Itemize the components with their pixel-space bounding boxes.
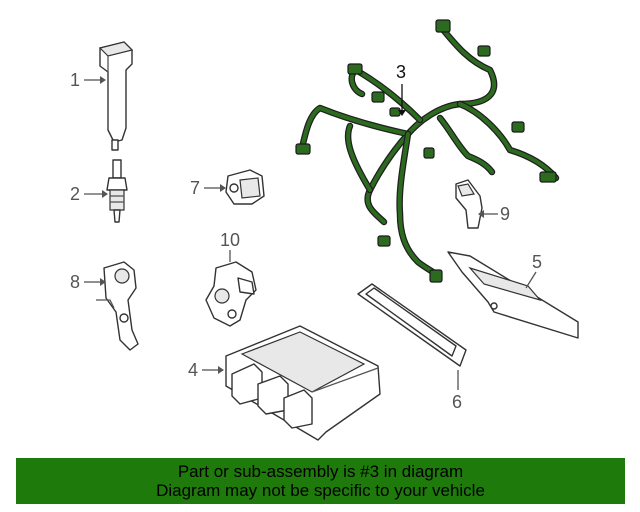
- callout-5[interactable]: 5: [532, 252, 542, 272]
- exploded-parts-diagram: 1 2 8 7: [70, 19, 579, 441]
- part-8-sensor-bracket[interactable]: [96, 261, 139, 351]
- part-4-engine-control-module[interactable]: [225, 325, 381, 441]
- info-banner: Part or sub-assembly is #3 in diagram Di…: [16, 458, 625, 504]
- arrow-3: [398, 110, 406, 116]
- callout-10[interactable]: 10: [220, 230, 240, 250]
- arrow-8: [100, 278, 106, 286]
- arrow-9: [478, 210, 484, 218]
- arrow-4: [218, 366, 224, 374]
- callout-4[interactable]: 4: [188, 360, 198, 380]
- callout-8[interactable]: 8: [70, 272, 80, 292]
- part-2-spark-plug[interactable]: [106, 159, 128, 223]
- arrow-7: [220, 184, 226, 192]
- part-1-ignition-coil[interactable]: [98, 41, 134, 151]
- banner-line-1: Part or sub-assembly is #3 in diagram: [177, 462, 464, 481]
- part-9-sensor[interactable]: [455, 179, 483, 229]
- callout-3[interactable]: 3: [396, 62, 406, 82]
- part-6-seal[interactable]: [357, 283, 467, 367]
- callout-6[interactable]: 6: [452, 392, 462, 412]
- callout-1[interactable]: 1: [70, 70, 80, 90]
- leader-5: [525, 271, 537, 289]
- callout-9[interactable]: 9: [500, 204, 510, 224]
- banner-line-2: Diagram may not be specific to your vehi…: [156, 481, 485, 500]
- arrow-2: [102, 190, 108, 198]
- callout-7[interactable]: 7: [190, 178, 200, 198]
- part-5-mounting-bracket[interactable]: [447, 251, 579, 339]
- arrow-1: [100, 76, 106, 84]
- part-10-sensor-assembly[interactable]: [205, 261, 257, 327]
- callout-2[interactable]: 2: [70, 184, 80, 204]
- part-7-sensor[interactable]: [225, 169, 265, 205]
- part-3-wiring-harness[interactable]: [295, 19, 560, 283]
